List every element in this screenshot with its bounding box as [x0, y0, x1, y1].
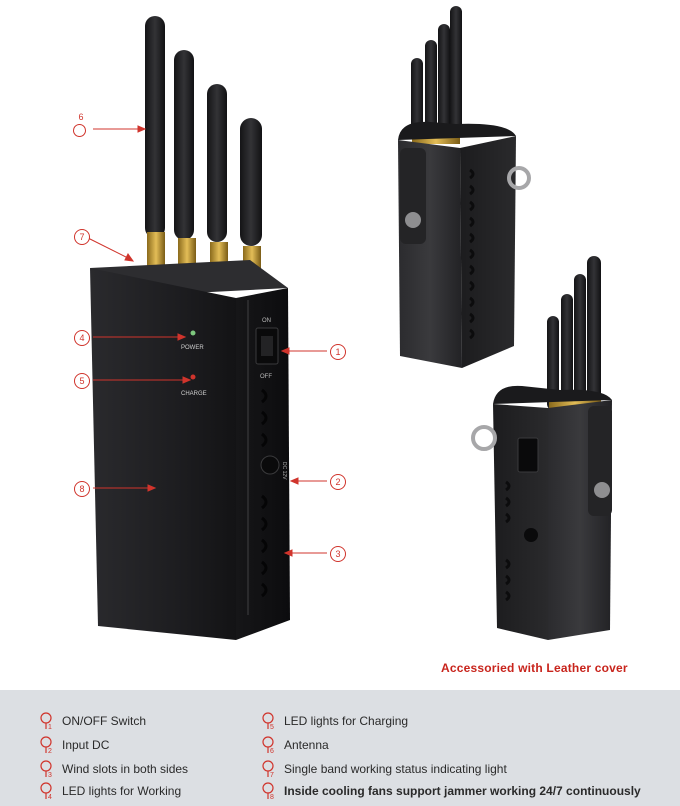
legend-label: LED lights for Working	[62, 783, 182, 798]
callout-1: 1	[330, 344, 346, 360]
dc-input-port	[260, 455, 280, 475]
jammer-device: ON OFF DC 12V POWER CHARGE	[90, 16, 290, 640]
legend-item: 8 Inside cooling fans support jammer work…	[260, 781, 641, 801]
callout-6: 6	[78, 112, 84, 122]
callout-arrows	[87, 125, 327, 557]
legend-label: LED lights for Charging	[284, 713, 409, 728]
pin-marker-icon: 7	[260, 760, 278, 779]
callout-6-circle	[73, 124, 86, 137]
legend-item: 3 Wind slots in both sides	[38, 759, 189, 779]
legend-item: 2 Input DC	[38, 735, 110, 755]
leather-cover-rear	[398, 6, 531, 368]
svg-text:6: 6	[270, 748, 274, 754]
legend-label: Antenna	[284, 737, 329, 752]
callout-4: 4	[74, 330, 90, 346]
product-photo: ON OFF DC 12V POWER CHARGE	[73, 6, 628, 675]
wind-slots	[261, 388, 268, 598]
charge-label: CHARGE	[181, 391, 207, 397]
pin-marker-icon: 4	[38, 782, 56, 801]
svg-text:ON: ON	[262, 318, 271, 324]
feature-legend: 1 ON/OFF Switch 2 Input DC 3 Wind slots in …	[0, 690, 680, 806]
legend-item: 5 LED lights for Charging	[260, 711, 409, 731]
svg-text:8: 8	[270, 794, 274, 800]
svg-text:4: 4	[48, 794, 52, 800]
pin-marker-icon: 1	[38, 712, 56, 731]
legend-label: Inside cooling fans support jammer worki…	[284, 783, 641, 798]
pin-marker-icon: 3	[38, 760, 56, 779]
leather-cover-front	[471, 256, 612, 640]
jammer-illustration: ON OFF DC 12V POWER CHARGE	[87, 6, 612, 640]
pin-marker-icon: 5	[260, 712, 278, 731]
legend-label: ON/OFF Switch	[62, 713, 147, 728]
pin-marker-icon: 2	[38, 736, 56, 755]
callout-7: 7	[74, 229, 90, 245]
legend-label: Wind slots in both sides	[62, 761, 189, 776]
pin-marker-icon: 6	[260, 736, 278, 755]
svg-text:5: 5	[270, 724, 274, 730]
callout-5: 5	[74, 373, 90, 389]
device-front-face	[90, 268, 236, 640]
power-label: POWER	[181, 345, 204, 351]
svg-text:2: 2	[48, 748, 52, 754]
charge-led	[190, 374, 196, 380]
callout-8: 8	[74, 481, 90, 497]
callout-2: 2	[330, 474, 346, 490]
svg-text:7: 7	[270, 772, 274, 778]
svg-text:DC 12V: DC 12V	[281, 462, 287, 480]
pin-marker-icon: 8	[260, 782, 278, 801]
svg-text:1: 1	[48, 724, 52, 730]
legend-item: 7 Single band working status indicating l…	[260, 759, 507, 779]
callout-3: 3	[330, 546, 346, 562]
legend-label: Single band working status indicating li…	[284, 761, 507, 776]
svg-text:OFF: OFF	[260, 374, 272, 380]
leather-cover-caption: Accessoried with Leather cover	[441, 661, 628, 675]
power-led	[190, 330, 196, 336]
antenna-group	[145, 16, 262, 282]
legend-item: 4 LED lights for Working	[38, 781, 182, 801]
legend-item: 6 Antenna	[260, 735, 329, 755]
legend-label: Input DC	[62, 737, 110, 752]
legend-item: 1 ON/OFF Switch	[38, 711, 147, 731]
svg-text:3: 3	[48, 772, 52, 778]
